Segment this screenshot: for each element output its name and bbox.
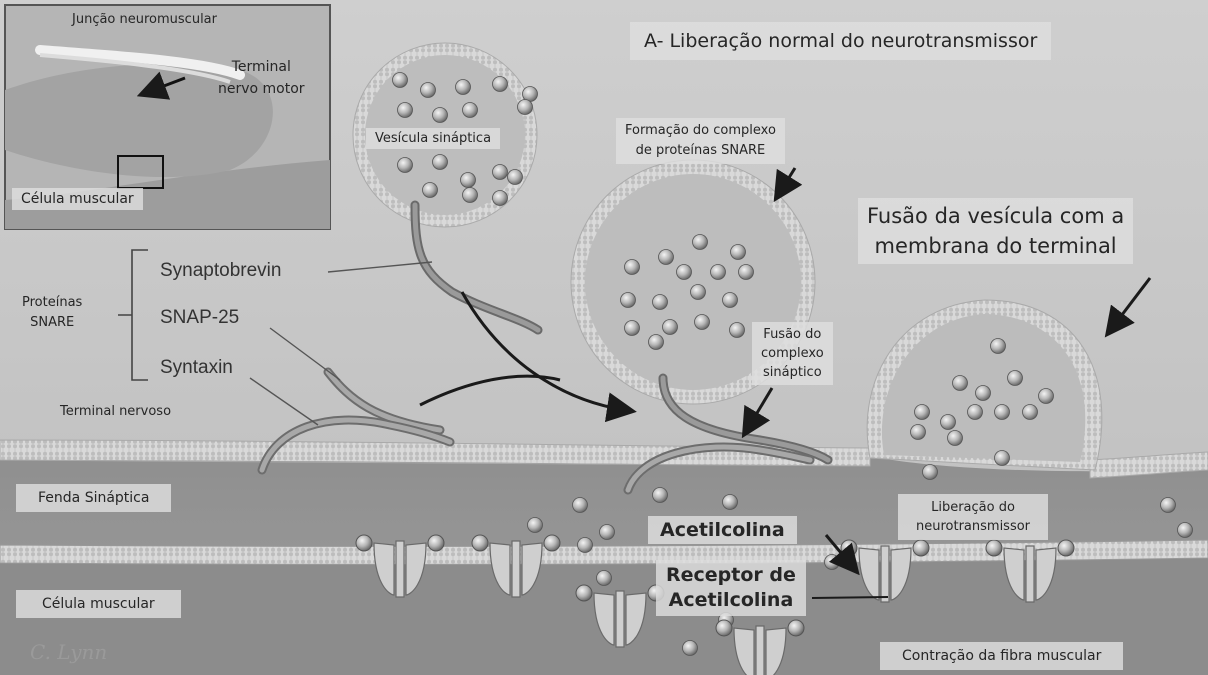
complex-fusion-line-1: Fusão do (761, 325, 824, 344)
acetylcholine-molecule (625, 321, 640, 336)
acetylcholine-molecule (723, 293, 738, 308)
acetylcholine-molecule (461, 173, 476, 188)
vesicle-fusion-label: Fusão da vesícula com a membrana do term… (858, 198, 1133, 264)
snare-formation-label: Formação do complexo de proteínas SNARE (616, 118, 785, 164)
snare-formation-line-2: de proteínas SNARE (625, 141, 776, 161)
acetylcholine-molecule (663, 320, 678, 335)
acetylcholine-molecule (573, 498, 588, 513)
acetylcholine-molecule (683, 641, 698, 656)
complex-fusion-line-3: sináptico (761, 363, 824, 382)
acetylcholine-molecule (508, 170, 523, 185)
main-title: A- Liberação normal do neurotransmissor (630, 22, 1051, 60)
acetylcholine-molecule (398, 158, 413, 173)
acetylcholine-molecule (953, 376, 968, 391)
acetylcholine-molecule (825, 555, 840, 570)
acetylcholine-molecule (976, 386, 991, 401)
artist-signature: C. Lynn (30, 640, 107, 664)
acetylcholine-molecule (731, 245, 746, 260)
acetylcholine-molecule (948, 431, 963, 446)
receptor-label: Receptor de Acetilcolina (656, 560, 806, 616)
acetylcholine-molecule (911, 425, 926, 440)
acetylcholine-molecule (1161, 498, 1176, 513)
muscle-cell-label: Célula muscular (16, 590, 181, 618)
acetylcholine-molecule (923, 465, 938, 480)
acetylcholine-molecule (711, 265, 726, 280)
acetylcholine-molecule (995, 405, 1010, 420)
acetylcholine-molecule (393, 73, 408, 88)
synaptic-cleft-label: Fenda Sináptica (16, 484, 171, 512)
acetylcholine-molecule (433, 155, 448, 170)
acetylcholine-molecule (968, 405, 983, 420)
acetylcholine-molecule (528, 518, 543, 533)
release-line-1: Liberação do (916, 498, 1030, 517)
acetylcholine-molecule (649, 335, 664, 350)
acetylcholine-molecule (463, 103, 478, 118)
acetylcholine-molecule (433, 108, 448, 123)
acetylcholine-molecule (693, 235, 708, 250)
acetylcholine-molecule (421, 83, 436, 98)
release-label: Liberação do neurotransmissor (898, 494, 1048, 540)
acetylcholine-molecule (941, 415, 956, 430)
acetylcholine-molecule (1039, 389, 1054, 404)
acetylcholine-molecule (1008, 371, 1023, 386)
acetylcholine-molecule (653, 295, 668, 310)
acetylcholine-molecule (493, 165, 508, 180)
complex-fusion-label: Fusão do complexo sináptico (752, 322, 833, 385)
acetylcholine-molecule (423, 183, 438, 198)
inset-title: Junção neuromuscular (72, 12, 217, 27)
receptor-line-1: Receptor de (666, 563, 796, 588)
vesicle-fusion-line-2: membrana do terminal (867, 231, 1124, 261)
snare-group-line-2: SNARE (22, 313, 82, 333)
nerve-terminal-label: Terminal nervoso (60, 404, 171, 419)
receptor-line-2: Acetilcolina (666, 588, 796, 613)
synaptobrevin-label: Synaptobrevin (160, 260, 281, 282)
snap25-label: SNAP-25 (160, 307, 239, 329)
acetylcholine-molecule (518, 100, 533, 115)
acetylcholine-molecule (493, 77, 508, 92)
acetylcholine-molecule (995, 451, 1010, 466)
acetylcholine-molecule (456, 80, 471, 95)
acetylcholine-molecule (659, 250, 674, 265)
vesicle-fusion-line-1: Fusão da vesícula com a (867, 201, 1124, 231)
acetylcholine-molecule (1178, 523, 1193, 538)
inset-nerve-label-line-2: nervo motor (218, 78, 305, 100)
snare-group-label: Proteínas SNARE (22, 293, 82, 333)
inset-nerve-label-line-1: Terminal (218, 56, 305, 78)
inset-nerve-label: Terminal nervo motor (218, 56, 305, 100)
acetylcholine-molecule (1023, 405, 1038, 420)
acetylcholine-molecule (597, 571, 612, 586)
acetylcholine-molecule (625, 260, 640, 275)
syntaxin-label: Syntaxin (160, 357, 233, 379)
snare-formation-line-1: Formação do complexo (625, 121, 776, 141)
receptor-pointer (812, 597, 888, 598)
acetylcholine-molecule (691, 285, 706, 300)
acetylcholine-molecule (600, 525, 615, 540)
acetylcholine-molecule (653, 488, 668, 503)
acetylcholine-molecule (991, 339, 1006, 354)
acetylcholine-label: Acetilcolina (648, 516, 797, 544)
acetylcholine-molecule (739, 265, 754, 280)
acetylcholine-molecule (578, 538, 593, 553)
inset-muscle-label: Célula muscular (12, 188, 143, 210)
acetylcholine-molecule (621, 293, 636, 308)
snare-group-line-1: Proteínas (22, 293, 82, 313)
acetylcholine-molecule (398, 103, 413, 118)
release-line-2: neurotransmissor (916, 517, 1030, 536)
acetylcholine-molecule (915, 405, 930, 420)
acetylcholine-molecule (677, 265, 692, 280)
acetylcholine-molecule (493, 191, 508, 206)
contraction-label: Contração da fibra muscular (880, 642, 1123, 670)
acetylcholine-molecule (695, 315, 710, 330)
acetylcholine-molecule (723, 495, 738, 510)
vesicle-label: Vesícula sináptica (366, 128, 500, 149)
complex-fusion-line-2: complexo (761, 344, 824, 363)
acetylcholine-molecule (730, 323, 745, 338)
acetylcholine-molecule (463, 188, 478, 203)
